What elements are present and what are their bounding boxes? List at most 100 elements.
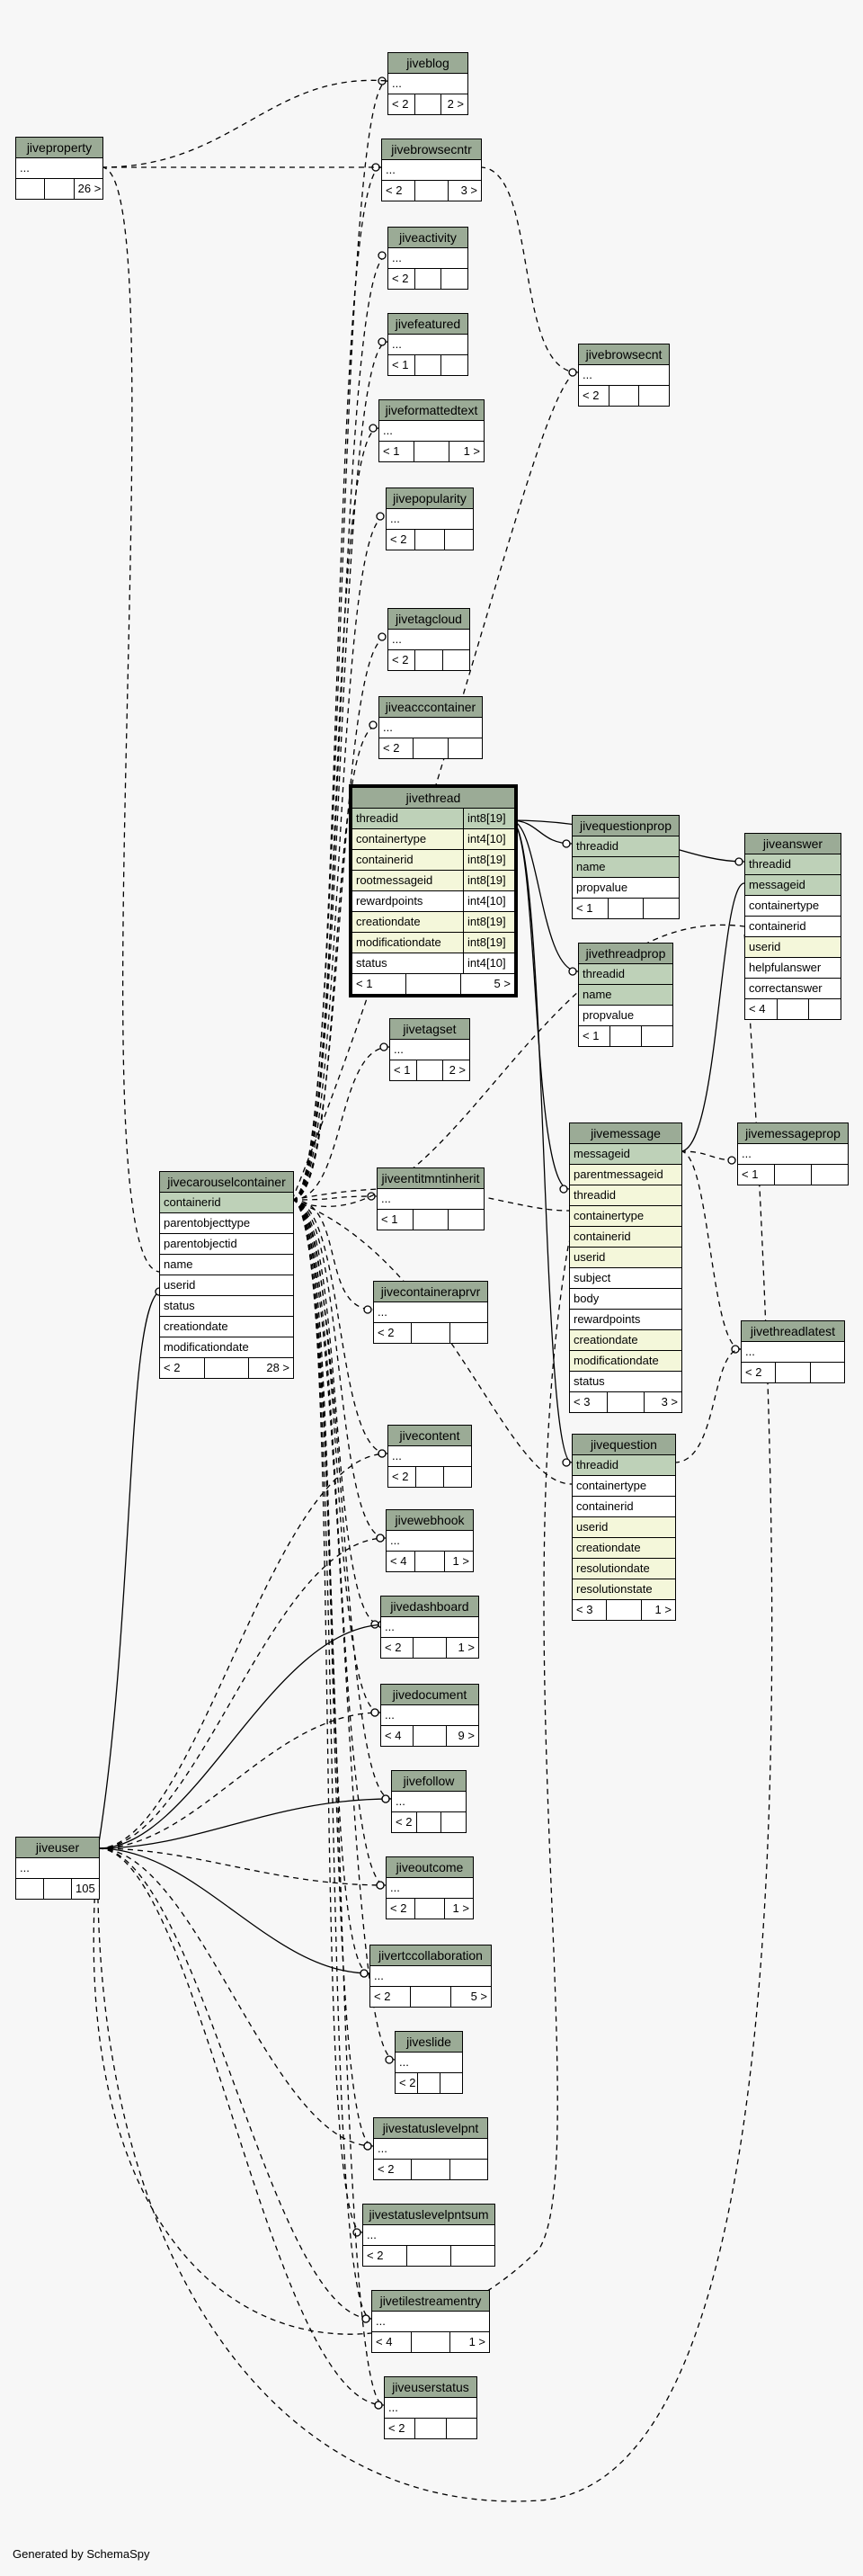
column-row: modificationdate (570, 1351, 681, 1372)
table-jivestatuslevelpntsum[interactable]: jivestatuslevelpntsum...< 2 (362, 2204, 495, 2267)
parents-count: < 1 (381, 1212, 398, 1226)
column-row: creationdate (160, 1317, 293, 1337)
column-type: int8[19] (463, 871, 514, 890)
count-spacer (414, 1552, 443, 1571)
column-row: helpfulanswer (745, 958, 841, 979)
table-jivetagcloud[interactable]: jivetagcloud...< 2 (387, 608, 470, 671)
table-jiveblog[interactable]: jiveblog...< 2 2 > (387, 52, 468, 115)
children-count (445, 2419, 476, 2438)
column-name: ... (745, 1345, 755, 1358)
container-link-line (291, 255, 388, 1201)
table-jivecontent[interactable]: jivecontent...< 2 (387, 1425, 472, 1488)
table-footer: < 2 (742, 1363, 844, 1382)
column-name: ... (383, 720, 393, 734)
fk-end (562, 839, 571, 848)
table-title: jiveacccontainer (379, 697, 482, 718)
table-footer: < 2 (385, 2419, 476, 2438)
column-name: correctanswer (749, 981, 823, 995)
table-jivertccollaboration[interactable]: jivertccollaboration...< 2 5 > (369, 1945, 492, 2008)
user-link-end (376, 1881, 385, 1890)
thread-question-line (510, 819, 573, 1463)
parents-count: < 2 (386, 183, 403, 197)
table-jivebrowsecntr[interactable]: jivebrowsecntr...< 2 3 > (381, 139, 482, 201)
table-jiveuserstatus[interactable]: jiveuserstatus...< 2 (384, 2376, 477, 2439)
column-row: ... (388, 630, 469, 650)
parents-count (16, 179, 44, 199)
column-name: threadid (583, 967, 625, 980)
column-name: propvalue (583, 1008, 635, 1022)
column-row: userid (745, 937, 841, 958)
table-jiveproperty[interactable]: jiveproperty... 26 > (15, 137, 103, 200)
count-spacer (410, 1987, 450, 2007)
count-spacer (413, 738, 447, 758)
table-title: jivepopularity (387, 488, 473, 509)
column-name: ... (386, 163, 396, 176)
table-jiveactivity[interactable]: jiveactivity...< 2 (387, 227, 468, 290)
fk-end (568, 368, 577, 377)
table-title: jiveslide (396, 2032, 462, 2053)
column-name: rewardpoints (574, 1312, 641, 1326)
table-jivetilestreamentry[interactable]: jivetilestreamentry...< 4 1 > (371, 2290, 490, 2353)
column-row: body (570, 1289, 681, 1310)
table-title: jivedocument (381, 1685, 478, 1705)
children-count: 1 > (443, 1899, 473, 1919)
container-link-end (378, 337, 387, 346)
children-count: 9 > (445, 1726, 478, 1746)
column-name: creationdate (164, 1319, 228, 1333)
table-footer: < 2 1 > (381, 1638, 478, 1658)
user-link-line (97, 1847, 387, 1886)
table-title: jivequestionprop (573, 816, 679, 836)
count-spacer (414, 650, 441, 670)
table-footer: < 2 (388, 650, 469, 670)
count-spacer (406, 2246, 450, 2266)
table-jivefollow[interactable]: jivefollow...< 2 (391, 1770, 467, 1833)
table-jiveuser[interactable]: jiveuser... 105 > (15, 1837, 100, 1900)
children-count: 1 > (443, 1552, 473, 1571)
table-jiveacccontainer[interactable]: jiveacccontainer...< 2 (378, 696, 483, 759)
children-count (808, 999, 841, 1019)
table-jiveoutcome[interactable]: jiveoutcome...< 2 1 > (386, 1856, 474, 1919)
table-jivedocument[interactable]: jivedocument...< 4 9 > (380, 1684, 479, 1747)
table-jivefeatured[interactable]: jivefeatured...< 1 (387, 313, 468, 376)
table-jivepopularity[interactable]: jivepopularity...< 2 (386, 487, 474, 550)
table-jivecontaineraprvr[interactable]: jivecontaineraprvr...< 2 (373, 1281, 488, 1344)
table-footer: < 2 (363, 2246, 494, 2266)
container-link-line (291, 1046, 390, 1201)
container-link-line (291, 636, 388, 1201)
column-row: messageid (570, 1144, 681, 1165)
column-row: messageid (745, 875, 841, 896)
table-jivetagset[interactable]: jivetagset...< 1 2 > (389, 1018, 470, 1081)
column-name: containerid (574, 1230, 631, 1243)
user-link-end (376, 1534, 385, 1543)
table-jivedashboard[interactable]: jivedashboard...< 2 1 > (380, 1596, 479, 1659)
table-jivethreadlatest[interactable]: jivethreadlatest...< 2 (741, 1320, 845, 1383)
property-blog-line (101, 79, 388, 168)
table-jivewebhook[interactable]: jivewebhook...< 4 1 > (386, 1509, 474, 1572)
column-row: ... (374, 2139, 487, 2160)
table-jivebrowsecnt[interactable]: jivebrowsecnt...< 2 (578, 344, 670, 407)
column-type: int8[19] (463, 850, 514, 870)
container-link-line (291, 1199, 392, 1800)
table-footer: < 2 (388, 269, 467, 289)
column-name: ... (378, 1305, 387, 1319)
parents-count: < 2 (745, 1365, 762, 1379)
parents-count: < 1 (394, 1063, 411, 1077)
table-jivestatuslevelpnt[interactable]: jivestatuslevelpnt...< 2 (373, 2117, 488, 2180)
table-jiveformattedtext[interactable]: jiveformattedtext...< 1 1 > (378, 399, 485, 462)
table-jivemessageprop[interactable]: jivemessageprop...< 1 (737, 1123, 849, 1185)
table-jiveentitmntinherit[interactable]: jiveentitmntinherit...< 1 (377, 1167, 485, 1230)
column-row: ... (381, 1617, 478, 1638)
count-spacer (417, 2073, 440, 2093)
user-link-end (374, 2401, 383, 2410)
table-title: jivetagcloud (388, 609, 469, 630)
column-name: ... (388, 2401, 398, 2414)
table-jiveslide[interactable]: jiveslide...< 2 (395, 2031, 463, 2094)
